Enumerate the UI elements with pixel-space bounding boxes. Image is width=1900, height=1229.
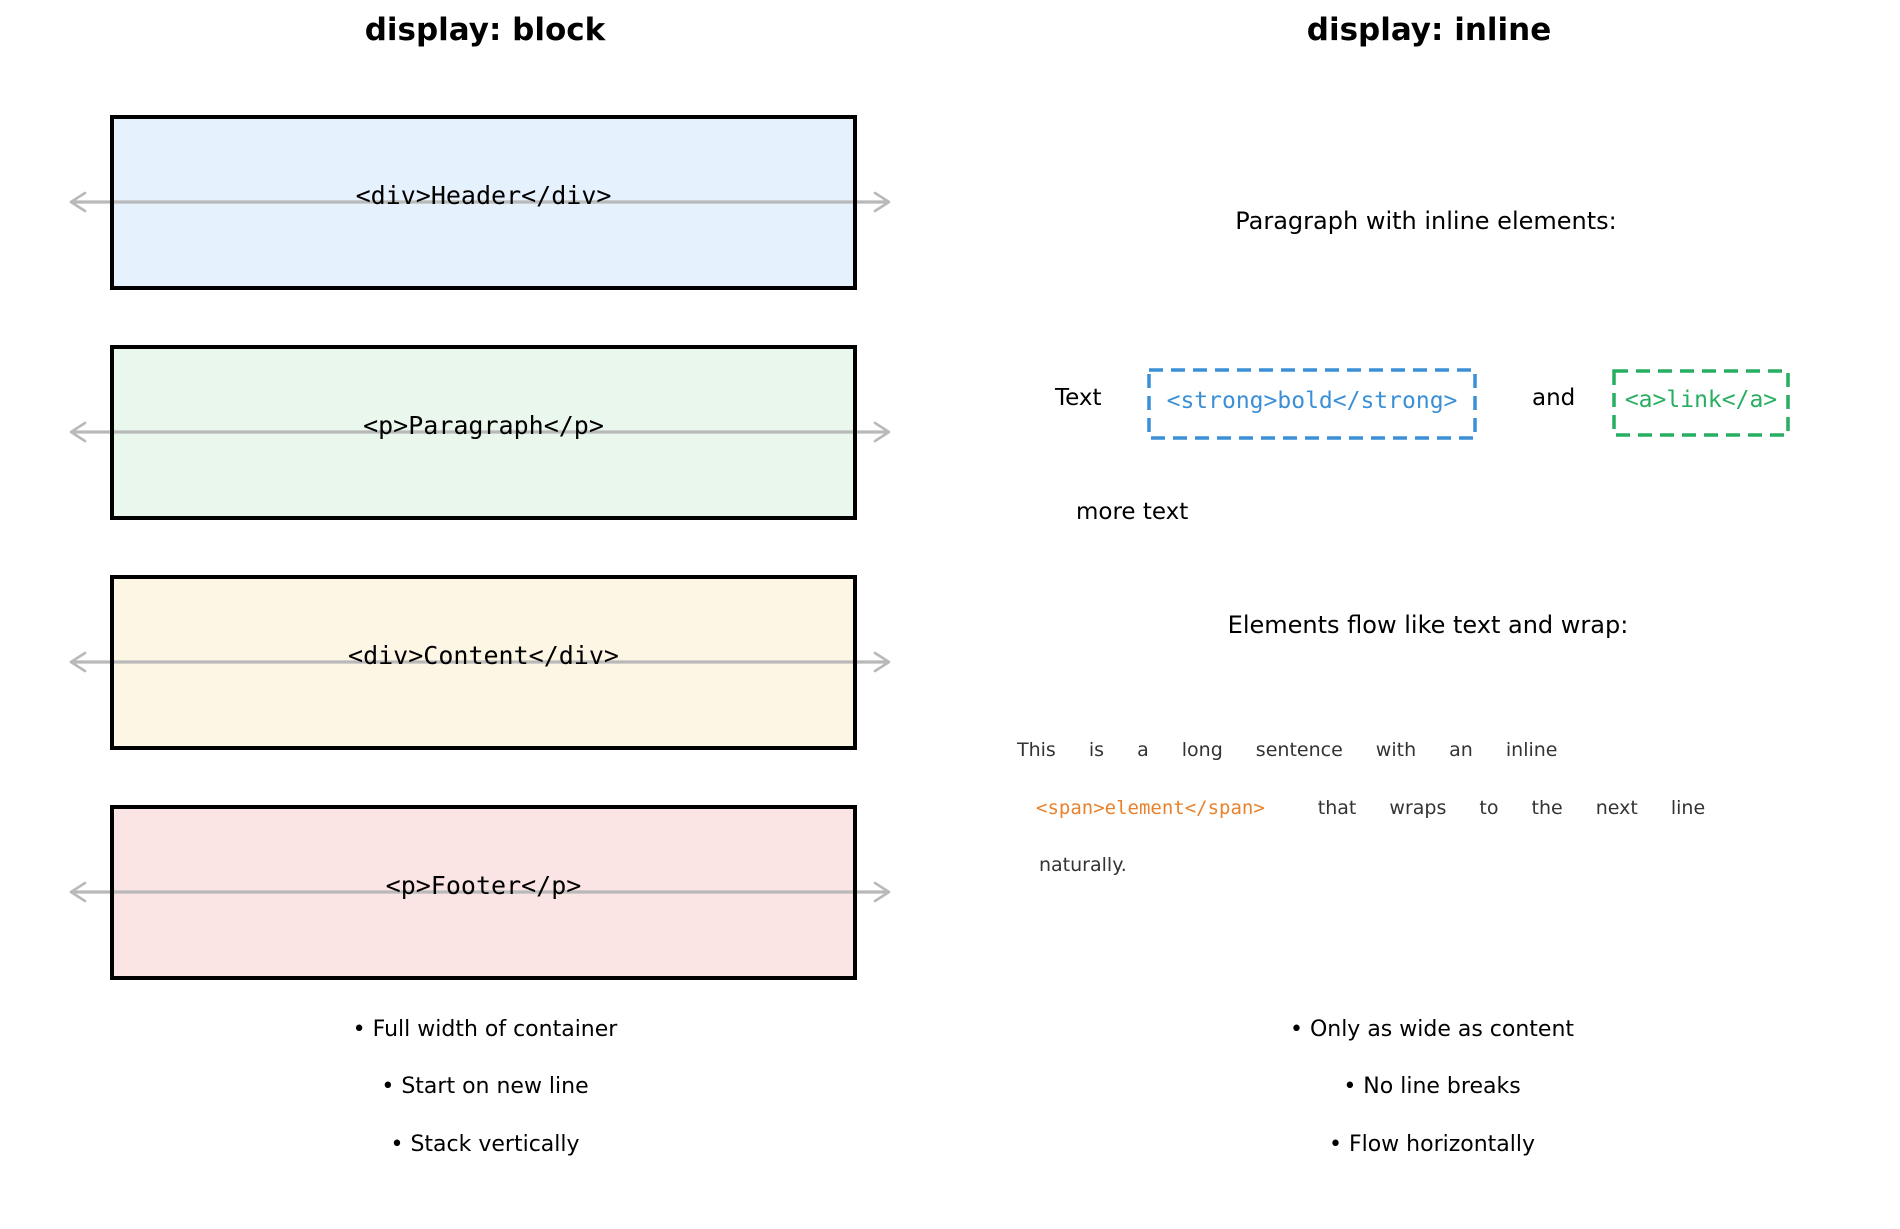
block-bullet-new-line: • Start on new line xyxy=(381,1074,589,1099)
dashed-border-green-icon xyxy=(1612,369,1790,437)
block-box-header-border xyxy=(110,115,857,290)
inline-panel-title: display: inline xyxy=(1306,12,1552,48)
inline-text-before: Text xyxy=(1055,385,1102,411)
inline-bullet-flow-horizontally: • Flow horizontally xyxy=(1328,1132,1536,1157)
block-box-paragraph-label: <p>Paragraph</p> xyxy=(363,411,604,440)
inline-strong-code: <strong>bold</strong> xyxy=(1166,388,1458,414)
full-width-arrow-icon xyxy=(58,414,902,450)
wrap-span-code: <span>element</span> xyxy=(1036,797,1265,819)
inline-wrap-heading: Elements flow like text and wrap: xyxy=(1227,611,1629,639)
block-box-footer-label: <p>Footer</p> xyxy=(385,871,582,900)
inline-bullet-wide-as-content: • Only as wide as content xyxy=(1289,1017,1575,1042)
full-width-arrow-icon xyxy=(58,874,902,910)
block-box-paragraph-border xyxy=(110,345,857,520)
inline-more-text: more text xyxy=(1076,499,1189,525)
block-box-footer-border xyxy=(110,805,857,980)
wrap-sentence-line2-rest: that wraps to the next line xyxy=(1317,797,1706,819)
inline-strong-box: <strong>bold</strong> xyxy=(1147,368,1477,440)
full-width-arrow-icon xyxy=(58,644,902,680)
inline-link-code: <a>link</a> xyxy=(1624,387,1778,413)
wrap-sentence-line2: <span>element</span> that wraps to the n… xyxy=(1036,796,1705,820)
inline-bullet-no-line-breaks: • No line breaks xyxy=(1343,1074,1521,1099)
dashed-border-blue-icon xyxy=(1147,368,1477,440)
block-bullet-stack: • Stack vertically xyxy=(390,1132,580,1157)
full-width-arrow-icon xyxy=(58,184,902,220)
inline-paragraph-heading: Paragraph with inline elements: xyxy=(1235,207,1617,235)
wrap-sentence-line1: This is a long sentence with an inline xyxy=(1017,739,1558,761)
block-bullet-full-width: • Full width of container xyxy=(352,1017,618,1042)
wrap-sentence-line3: naturally. xyxy=(1039,854,1127,876)
block-box-content-label: <div>Content</div> xyxy=(348,641,619,670)
block-box-header-label: <div>Header</div> xyxy=(355,181,612,210)
inline-link-box: <a>link</a> xyxy=(1612,369,1790,437)
block-panel-title: display: block xyxy=(364,12,606,48)
block-box-content-border xyxy=(110,575,857,750)
inline-conjunction: and xyxy=(1532,385,1576,411)
